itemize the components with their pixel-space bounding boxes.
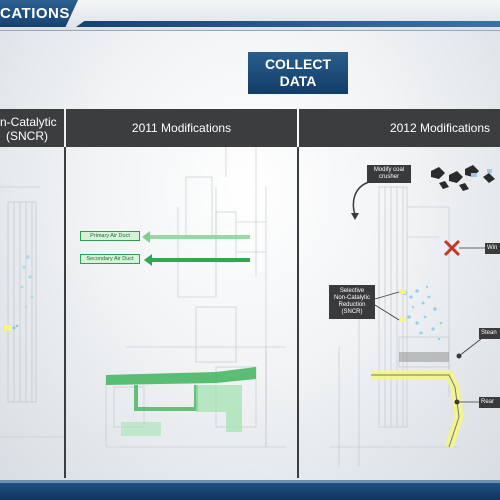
footer-accent-line	[0, 480, 500, 483]
column-header-2012: 2012 Modifications	[299, 109, 500, 147]
wing-label: Win	[485, 243, 500, 254]
collect-data-button[interactable]: COLLECT DATA	[248, 52, 348, 94]
boiler-diagram-sncr	[0, 186, 64, 438]
column-header-sncr-line1: n-Catalytic	[0, 115, 57, 129]
header-title-tab	[0, 0, 78, 27]
rear-text: Rear	[481, 399, 495, 405]
column-header-2011: 2011 Modifications	[66, 109, 297, 147]
sncr-label: Selective Non-Catalytic Reduction (SNCR)	[329, 285, 375, 319]
modify-coal-crusher-label: Modify coal crusher	[367, 165, 411, 183]
top-header-bar: CATIONS	[0, 0, 500, 31]
primary-air-duct-text: Primary Air Duct	[90, 233, 130, 239]
sncr-line4: (SNCR)	[341, 309, 363, 315]
wing-text: Win	[487, 245, 498, 251]
rear-label: Rear	[479, 397, 500, 408]
column-divider-left	[64, 147, 66, 478]
boiler-diagram-2012	[329, 165, 495, 467]
sncr-spray	[403, 285, 443, 341]
panel-sncr	[0, 147, 64, 478]
column-header-2011-label: 2011 Modifications	[131, 121, 232, 135]
column-header-sncr-line2: (SNCR)	[6, 129, 48, 143]
header-accent-stripe	[76, 21, 500, 27]
header-title: CATIONS	[0, 5, 70, 22]
coal-chunks-image	[431, 165, 495, 191]
removed-x-icon	[443, 239, 461, 257]
footer-bar	[0, 483, 500, 500]
sncr-line3: Reduction	[338, 302, 366, 308]
sncr-injector-marker	[4, 325, 12, 331]
panel-2012: Modify coal crusher Selective Non-Cataly…	[299, 147, 500, 478]
column-divider-right	[297, 147, 299, 478]
steam-text: Stean	[481, 330, 497, 336]
steam-label: Stean	[479, 328, 500, 339]
primary-air-duct-label: Primary Air Duct	[80, 231, 140, 241]
coal-crusher-line1: Modify coal	[373, 167, 405, 173]
coal-fines	[471, 169, 492, 177]
column-header-2012-label: 2012 Modifications	[389, 121, 490, 135]
collect-data-label-line2: DATA	[279, 73, 317, 89]
coal-crusher-line2: crusher	[378, 174, 399, 180]
collect-data-label-line1: COLLECT	[264, 56, 332, 72]
primary-air-arrow	[142, 231, 250, 243]
secondary-air-duct-label: Secondary Air Duct	[80, 254, 140, 264]
steam-path-highlight	[371, 370, 464, 449]
primary-air-duct	[121, 385, 242, 436]
panel-2011: Primary Air Duct Secondary Air Duct	[66, 147, 297, 478]
boiler-diagram-2011	[105, 147, 286, 448]
sncr-line2: Non-Catalytic	[333, 295, 370, 301]
secondary-air-arrow	[144, 254, 250, 266]
coal-crusher-arrow	[352, 181, 370, 216]
sncr-line1: Selective	[339, 288, 365, 294]
secondary-air-duct-text: Secondary Air Duct	[86, 256, 134, 262]
column-header-sncr: n-Catalytic (SNCR)	[0, 109, 64, 147]
